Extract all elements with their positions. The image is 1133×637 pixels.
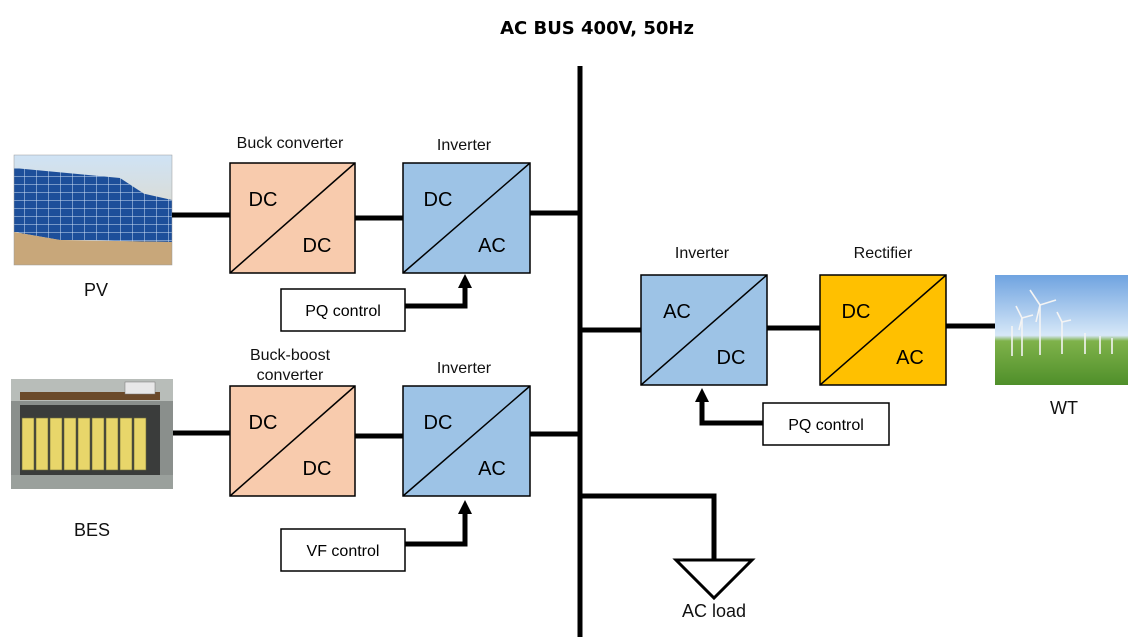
wt-inverter-input: AC (663, 301, 691, 323)
bes-vf-control-label: VF control (307, 543, 380, 560)
wt-inverter-label: Inverter (675, 245, 730, 262)
rectifier-box (819, 274, 947, 386)
bes-battery-image (11, 379, 173, 489)
wt-pq-control-label: PQ control (788, 417, 864, 434)
bus-to-load-line (580, 493, 717, 560)
pv-label: PV (84, 280, 108, 300)
wt-pq-control-box (762, 402, 890, 446)
wt-pq-arrowhead (695, 388, 709, 402)
pv-inverter-box (402, 162, 531, 274)
bes-inverter-box (402, 385, 531, 497)
buckboost-output: DC (303, 458, 332, 480)
pv-pq-control-box (280, 288, 406, 332)
ac-load-label: AC load (682, 601, 746, 621)
bes-vf-control-arrow (405, 512, 468, 547)
wt-inverter-box (640, 274, 768, 386)
bes-label: BES (74, 520, 110, 540)
pv-pq-control-label: PQ control (305, 303, 381, 320)
pv-panel-image (13, 154, 173, 266)
rectifier-input: DC (842, 301, 871, 323)
wt-pq-control-arrow (699, 400, 763, 426)
bes-inverter-input: DC (424, 412, 453, 434)
buck-converter-label: Buck converter (237, 135, 344, 152)
bus-title: AC BUS 400V, 50Hz (500, 18, 694, 39)
rectifier-output: AC (896, 347, 924, 369)
wind-turbine-image (995, 275, 1128, 385)
bes-inverter-label: Inverter (437, 360, 492, 377)
pv-inverter-label: Inverter (437, 137, 492, 154)
buckboost-converter-box (229, 385, 356, 497)
wt-inverter-output: DC (717, 347, 746, 369)
buckboost-label-line2: converter (257, 367, 324, 384)
bes-inverter-output: AC (478, 458, 506, 480)
rectifier-label: Rectifier (854, 245, 913, 262)
pv-pq-arrowhead (458, 274, 472, 288)
buckboost-label-line1: Buck-boost (250, 347, 331, 364)
buck-converter-output: DC (303, 235, 332, 257)
bes-vf-control-box (280, 528, 406, 572)
pv-inverter-output: AC (478, 235, 506, 257)
ac-load-triangle (672, 558, 756, 601)
buckboost-input: DC (249, 412, 278, 434)
buck-converter-box (229, 162, 356, 274)
pv-inverter-input: DC (424, 189, 453, 211)
wt-label: WT (1050, 398, 1078, 418)
bes-vf-arrowhead (458, 500, 472, 514)
pv-pq-control-arrow (405, 286, 468, 309)
buck-converter-input: DC (249, 189, 278, 211)
